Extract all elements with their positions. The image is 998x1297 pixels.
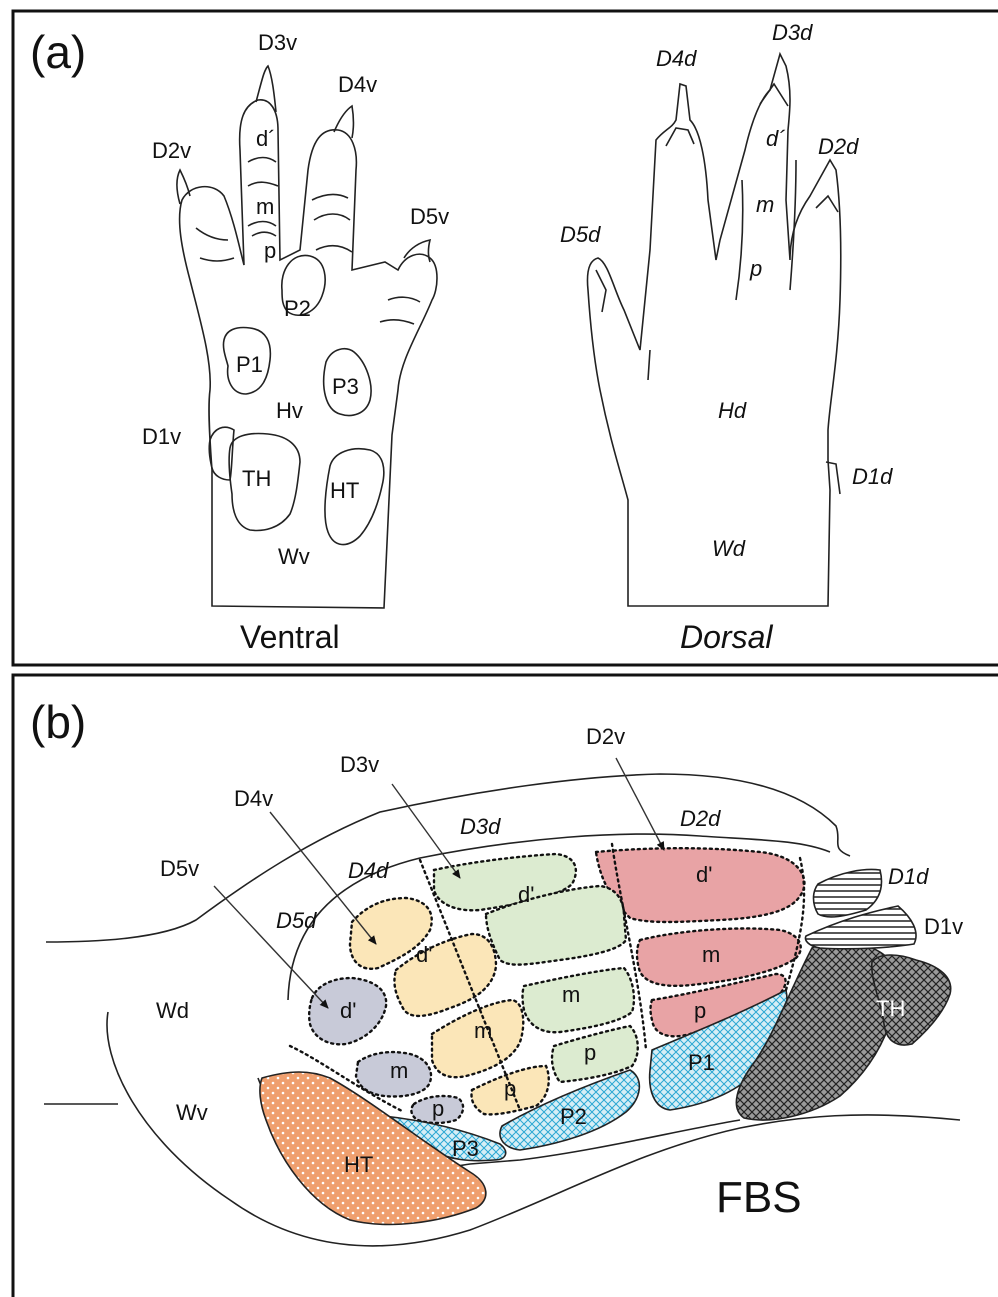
label-b-d4-p: p (504, 1076, 516, 1101)
panel-b-letter: (b) (30, 696, 86, 748)
label-m: m (256, 194, 274, 219)
dorsal-paw: D4d D3d D2d D5d D1d d´ m p Hd Wd Dorsal (560, 20, 893, 655)
label-hd: Hd (718, 398, 747, 423)
label-d1d: D1d (852, 464, 893, 489)
label-b-d5-p: p (432, 1096, 444, 1121)
panel-b: (b) (13, 675, 998, 1297)
label-b-d4-m: m (474, 1018, 492, 1043)
label-p2: P2 (284, 296, 311, 321)
label-p: p (264, 238, 276, 263)
label-b-d4v: D4v (234, 786, 273, 811)
label-b-d5-dprime: d' (340, 998, 356, 1023)
label-dprime-d: d´ (766, 126, 786, 151)
label-b-p1: P1 (688, 1050, 715, 1075)
label-b-th: TH (876, 996, 905, 1021)
panel-a-border (13, 11, 998, 665)
claw-d4v (334, 106, 354, 138)
label-b-d2-p: p (694, 998, 706, 1023)
label-d1v: D1v (142, 424, 181, 449)
label-b-d3d: D3d (460, 814, 501, 839)
label-hv: Hv (276, 398, 303, 423)
label-b-d5v: D5v (160, 856, 199, 881)
dorsal-crease (596, 84, 840, 494)
label-b-d1d: D1d (888, 864, 929, 889)
label-b-ht: HT (344, 1152, 373, 1177)
label-b-p3: P3 (452, 1136, 479, 1161)
label-b-d2v: D2v (586, 724, 625, 749)
label-b-d2-dprime: d' (696, 862, 712, 887)
label-p3: P3 (332, 374, 359, 399)
ventral-paw: D3v D4v D2v D5v D1v d´ m p P2 P1 P3 Hv T… (142, 30, 449, 655)
label-b-wd: Wd (156, 998, 189, 1023)
label-p-d: p (749, 256, 762, 281)
panel-a-letter: (a) (30, 26, 86, 78)
caption-dorsal: Dorsal (680, 619, 773, 655)
label-b-wv: Wv (176, 1100, 208, 1125)
ventral-paw-outline (180, 100, 437, 608)
pad-d1v (209, 427, 234, 480)
label-b-p2: P2 (560, 1104, 587, 1129)
label-b-d3-dprime: d' (518, 882, 534, 907)
label-d5v: D5v (410, 204, 449, 229)
caption-ventral: Ventral (240, 619, 340, 655)
label-b-d3-p: p (584, 1040, 596, 1065)
claw-d3v (256, 66, 276, 112)
label-b-d4d: D4d (348, 858, 389, 883)
label-d2d: D2d (818, 134, 859, 159)
crease (380, 297, 420, 324)
label-ht: HT (330, 478, 359, 503)
label-b-d4-dprime: d' (416, 942, 432, 967)
label-dprime: d´ (256, 126, 276, 151)
crease (312, 194, 352, 252)
label-b-d5-m: m (390, 1058, 408, 1083)
label-b-d1v: D1v (924, 914, 963, 939)
panel-a: (a) D3v D4v D2v D5v D1v (13, 11, 998, 665)
pointer-d2v (616, 758, 664, 850)
label-b-d3-m: m (562, 982, 580, 1007)
label-b-d2d: D2d (680, 806, 721, 831)
label-th: TH (242, 466, 271, 491)
label-b-d5d: D5d (276, 908, 317, 933)
crease (196, 228, 234, 261)
region-d1d (814, 870, 882, 917)
caption-fbs: FBS (716, 1173, 802, 1222)
label-d3d: D3d (772, 20, 813, 45)
label-d4d: D4d (656, 46, 697, 71)
label-d2v: D2v (152, 138, 191, 163)
label-d5d: D5d (560, 222, 601, 247)
label-wd: Wd (712, 536, 746, 561)
dorsal-paw-outline (587, 54, 840, 606)
label-d3v: D3v (258, 30, 297, 55)
label-b-d2-m: m (702, 942, 720, 967)
label-m-d: m (756, 192, 774, 217)
pointer-d5v (214, 886, 328, 1008)
label-wv: Wv (278, 544, 310, 569)
label-d4v: D4v (338, 72, 377, 97)
label-b-d3v: D3v (340, 752, 379, 777)
label-p1: P1 (236, 352, 263, 377)
